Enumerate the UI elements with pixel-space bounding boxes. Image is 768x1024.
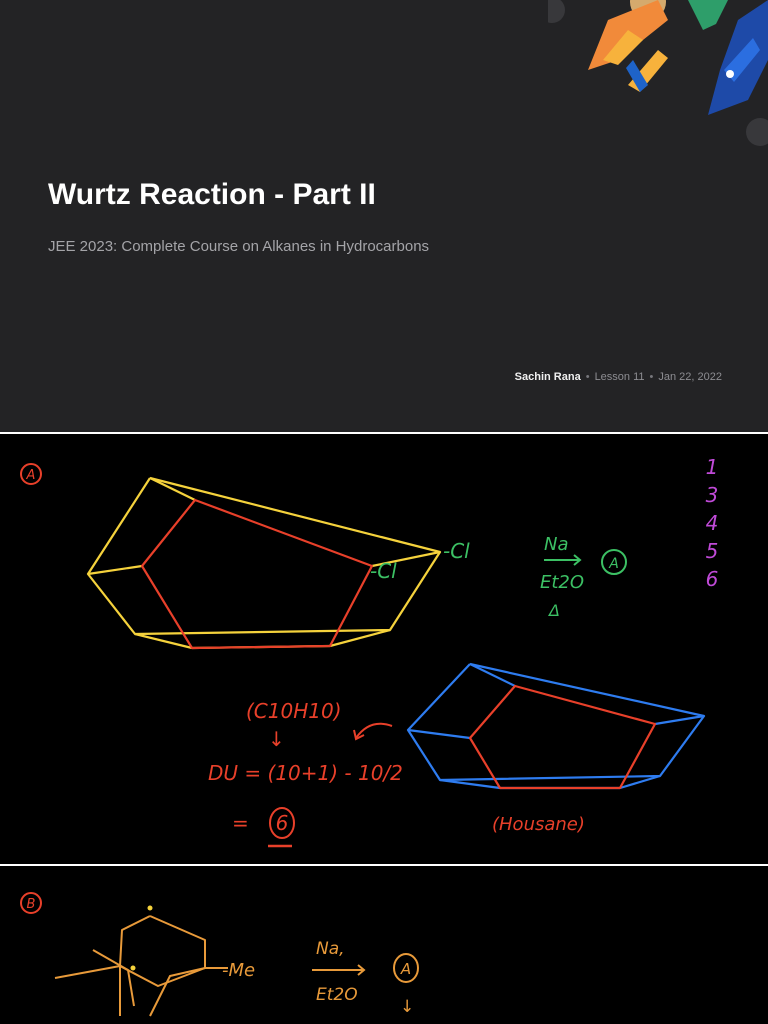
cage-blue [406,662,706,790]
lesson-number: Lesson 11 [594,371,645,383]
down-arrow: ↓ [268,727,285,751]
chloro-substituent-outer: -Cl [443,539,470,563]
du-result: 6 [276,811,289,835]
product-label-b: A [400,960,411,978]
list-item: 6 [706,567,719,591]
lesson-meta: Sachin Rana • Lesson 11 • Jan 22, 2022 [515,371,722,383]
result-circle [269,807,295,839]
reagent-solvent: Et2O [540,572,584,593]
radical-dot [130,965,136,971]
bicyclic-structure-orange [54,915,228,1017]
lesson-title-slide: Wurtz Reaction - Part II JEE 2023: Compl… [0,0,768,432]
lesson-title: Wurtz Reaction - Part II [48,178,376,211]
inner-ring-red-blue-cage [468,684,657,790]
lesson-date: Jan 22, 2022 [658,371,722,383]
reagent-solvent: Et2O [316,985,358,1005]
product-circle [393,953,419,983]
whiteboard-slide-a: A -Cl -Cl Na Et2O Δ A 1 3 4 5 6 [0,434,768,864]
du-equation: DU = (10+1) - 10/2 [208,761,403,785]
list-item: 4 [706,511,719,535]
product-name: (Housane) [492,814,585,835]
label-circle [20,892,42,914]
chloro-substituent-inner: -Cl [370,559,397,583]
number-list: 1 3 4 5 6 [706,455,719,591]
product-circle [601,549,627,575]
inner-ring-red [140,498,374,650]
whiteboard-canvas-a: A -Cl -Cl Na Et2O Δ A 1 3 4 5 6 [20,455,719,848]
pointer-arrow [355,722,393,739]
meta-separator: • [585,371,590,383]
author-name[interactable]: Sachin Rana [514,371,581,383]
problem-label-b: B [27,897,36,912]
problem-label-a: A [26,468,36,483]
radical-dot [147,905,153,911]
whiteboard-canvas-b: B -Me Na, Et2O A ↓ [20,892,419,1017]
course-subtitle: JEE 2023: Complete Course on Alkanes in … [48,238,430,255]
rocket-decoration-icon [548,0,768,146]
list-item: 1 [706,455,719,479]
down-arrow: ↓ [400,997,414,1017]
heat-triangle-icon: Δ [547,601,560,620]
product-label-a: A [608,556,619,572]
list-item: 3 [706,483,719,507]
whiteboard-slide-b: B -Me Na, Et2O A ↓ [0,866,768,1024]
methyl-substituent: -Me [222,960,255,981]
label-circle [20,463,42,485]
molecular-formula: (C10H10) [246,699,342,723]
result-equals: = [232,811,249,835]
reagent-sodium: Na, [316,939,345,959]
reagent-sodium: Na [544,534,569,555]
meta-separator: • [649,371,654,383]
list-item: 5 [706,539,719,563]
